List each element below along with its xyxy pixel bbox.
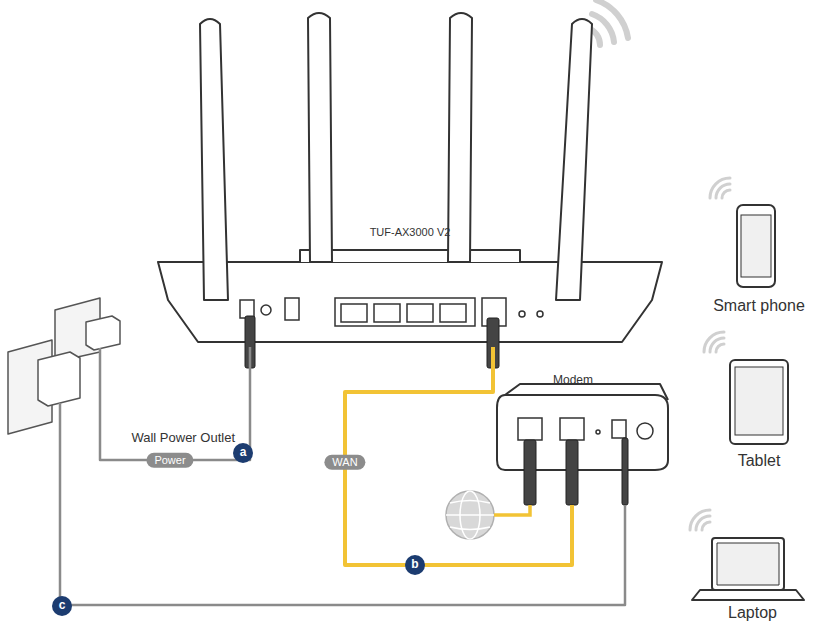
node-label: Modem bbox=[553, 374, 593, 388]
internet-globe bbox=[450, 527, 490, 530]
device-wifi bbox=[696, 516, 710, 530]
modem-ports bbox=[560, 418, 584, 440]
internet-wire bbox=[494, 505, 530, 515]
modem-plug bbox=[524, 438, 628, 505]
modem-box: Modem bbox=[495, 374, 670, 505]
callout-number: c bbox=[59, 599, 66, 613]
modem-ports bbox=[637, 423, 653, 439]
modem-ports bbox=[612, 420, 626, 438]
device-wifi bbox=[722, 190, 730, 198]
modem-plug bbox=[566, 440, 578, 505]
callout-circle: c bbox=[52, 596, 72, 616]
router-antenna bbox=[448, 13, 472, 262]
device-wifi bbox=[690, 178, 730, 530]
node-label: Smart phone bbox=[713, 297, 805, 315]
internet-globe bbox=[446, 491, 494, 539]
power-cord bbox=[59, 403, 62, 448]
power-cord bbox=[60, 348, 100, 448]
wifi-signal bbox=[596, 0, 628, 38]
smartphone bbox=[737, 205, 775, 287]
cable-label: WAN bbox=[332, 456, 357, 468]
power-adapter bbox=[38, 316, 120, 406]
modem-body bbox=[497, 395, 668, 470]
power-adapter bbox=[86, 316, 120, 350]
router-ports bbox=[335, 298, 475, 326]
router-ports bbox=[519, 311, 525, 317]
internet-globe bbox=[450, 501, 490, 504]
laptop bbox=[692, 590, 804, 600]
cable-label-tag: Power bbox=[146, 453, 193, 468]
router-antenna bbox=[200, 13, 592, 300]
device-wifi bbox=[710, 338, 724, 352]
wall-outlet bbox=[8, 298, 100, 434]
modem-body bbox=[497, 384, 668, 470]
internet-wire bbox=[494, 505, 530, 515]
router-body bbox=[300, 250, 520, 262]
router-body bbox=[158, 262, 662, 342]
router-ports bbox=[407, 304, 433, 322]
router-ports bbox=[374, 304, 400, 322]
router-antenna bbox=[556, 19, 592, 300]
device-wifi bbox=[716, 344, 724, 352]
cable-plug bbox=[245, 316, 499, 368]
modem-ports bbox=[596, 430, 600, 434]
router-body bbox=[158, 250, 662, 342]
device-wifi bbox=[690, 510, 710, 530]
device-wifi bbox=[710, 178, 730, 198]
internet-globe bbox=[446, 491, 494, 539]
node-label: Wall Power Outlet bbox=[131, 431, 235, 446]
smartphone bbox=[741, 215, 771, 277]
cable bbox=[100, 347, 250, 460]
outlet-box: Wall Power Outlet bbox=[5, 295, 235, 448]
callout-circle: b bbox=[405, 555, 425, 575]
wifi-signal bbox=[592, 14, 614, 42]
device-wifi bbox=[702, 522, 710, 530]
power-adapter bbox=[38, 352, 80, 406]
router-antenna bbox=[308, 13, 332, 262]
cable bbox=[60, 448, 625, 605]
router-box: TUF-AX3000 V2 bbox=[150, 222, 670, 347]
tablet bbox=[735, 367, 783, 435]
modem-plug bbox=[622, 438, 628, 505]
tablet bbox=[730, 360, 788, 444]
callout-number: b bbox=[411, 558, 418, 572]
router-ports bbox=[341, 304, 367, 322]
node-label: Laptop bbox=[728, 604, 777, 622]
router-ports bbox=[285, 298, 299, 320]
router-ports bbox=[440, 304, 466, 322]
modem-plug bbox=[524, 440, 536, 505]
tablet bbox=[730, 360, 788, 444]
device-box: Laptop bbox=[690, 528, 815, 624]
laptop bbox=[712, 538, 784, 590]
node-label: TUF-AX3000 V2 bbox=[370, 226, 451, 239]
device-box: Tablet bbox=[700, 350, 818, 472]
device-box: Smart phone bbox=[700, 195, 818, 317]
device-wifi bbox=[704, 332, 724, 352]
laptop bbox=[692, 538, 804, 600]
router-antenna bbox=[200, 19, 228, 300]
callout-circle: a bbox=[233, 443, 253, 463]
internet-globe bbox=[446, 514, 494, 516]
node-label: Tablet bbox=[738, 452, 781, 470]
modem-ports bbox=[518, 418, 653, 440]
cable-label-tag: WAN bbox=[324, 455, 365, 470]
cable bbox=[345, 347, 572, 565]
power-cord bbox=[99, 348, 102, 448]
router-ports bbox=[537, 311, 543, 317]
callout-number: a bbox=[240, 446, 247, 460]
modem-ports bbox=[518, 418, 542, 440]
cable-label: Power bbox=[154, 454, 185, 466]
smartphone bbox=[737, 205, 775, 287]
router-ports bbox=[261, 305, 271, 315]
wifi-signal bbox=[588, 0, 628, 45]
device-wifi bbox=[716, 184, 730, 198]
router-ports bbox=[240, 300, 254, 318]
laptop bbox=[717, 543, 779, 585]
